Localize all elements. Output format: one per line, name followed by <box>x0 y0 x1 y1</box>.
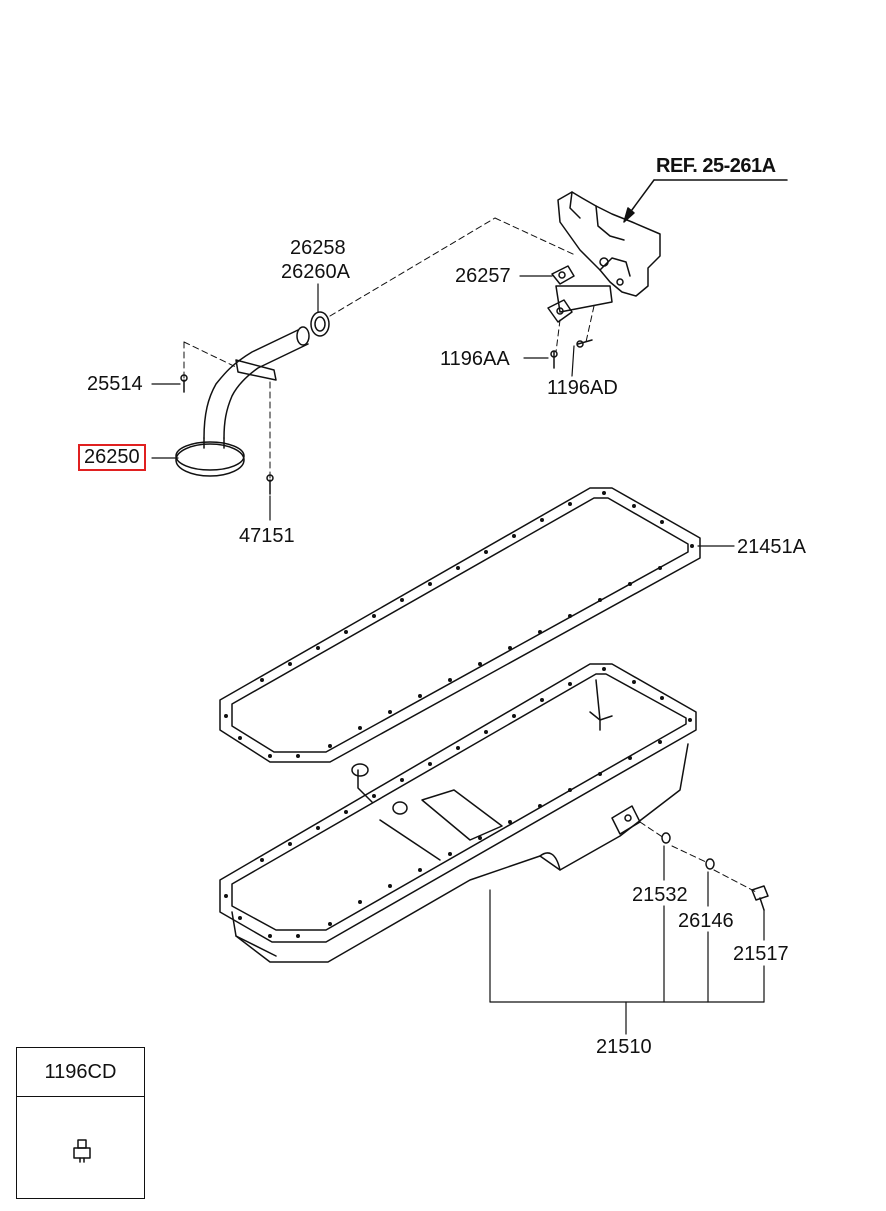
leader-lines <box>151 275 765 1035</box>
legend-box: 1196CD <box>16 1047 145 1199</box>
legend-code[interactable]: 1196CD <box>17 1048 144 1097</box>
part-label-1196AD[interactable]: 1196AD <box>547 377 618 399</box>
part-label-26258[interactable]: 26258 <box>290 237 346 259</box>
part-label-21532[interactable]: 21532 <box>632 884 688 906</box>
oil-strainer-26250 <box>175 326 310 477</box>
gasket-26257 <box>547 265 575 323</box>
part-label-21510[interactable]: 21510 <box>596 1036 652 1058</box>
part-label-26257[interactable]: 26257 <box>455 265 511 287</box>
part-label-26260A[interactable]: 26260A <box>281 261 350 283</box>
gasket-bolt-holes <box>224 491 694 758</box>
drain-plug-21517-icon <box>751 885 769 911</box>
gasket-26258 <box>310 311 330 337</box>
oil-pan-21510 <box>219 663 697 963</box>
washer-26146-icon <box>705 858 715 870</box>
bolt-47151-icon <box>266 474 274 495</box>
bolt-1196AA-icon <box>550 350 558 369</box>
bolt-1196AD-icon <box>576 339 593 348</box>
part-label-21451A[interactable]: 21451A <box>737 536 806 558</box>
ref-label: REF. 25-261A <box>656 155 776 177</box>
part-label-1196AA[interactable]: 1196AA <box>440 348 510 370</box>
ref-leader <box>623 179 788 223</box>
part-label-21517[interactable]: 21517 <box>733 943 789 965</box>
legend-bolt-icon <box>73 1139 91 1163</box>
bolt-25514-icon <box>180 374 188 393</box>
oil-pump-housing <box>555 191 661 313</box>
oil-pan-gasket-21451A <box>219 487 701 763</box>
part-label-47151[interactable]: 47151 <box>239 525 295 547</box>
part-label-26146[interactable]: 26146 <box>678 910 734 932</box>
part-label-26250[interactable]: 26250 <box>78 444 146 471</box>
pan-bolt-holes <box>224 667 692 938</box>
part-label-25514[interactable]: 25514 <box>87 373 143 395</box>
washer-21532-icon <box>661 832 671 844</box>
assembly-lines <box>183 217 757 893</box>
